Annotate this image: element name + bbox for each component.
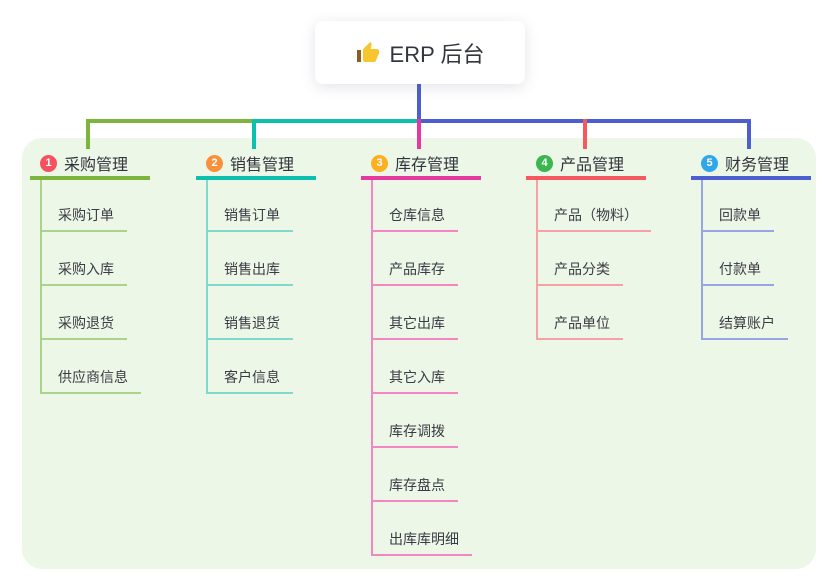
branch-number-badge: 4 <box>536 154 553 172</box>
connector-drop-line <box>86 119 90 149</box>
connector-drop-line <box>417 119 421 149</box>
child-node[interactable]: 销售订单 <box>208 205 293 232</box>
branch-label: 财务管理 <box>725 157 790 174</box>
branch-children: 产品（物料） 产品分类 产品单位 <box>536 180 696 340</box>
child-node[interactable]: 销售退货 <box>208 313 293 340</box>
child-node[interactable]: 仓库信息 <box>373 205 458 232</box>
child-node[interactable]: 库存盘点 <box>373 475 458 502</box>
thumbs-up-icon <box>356 41 379 62</box>
connector-root-line <box>417 84 421 120</box>
branch-label: 采购管理 <box>64 157 129 174</box>
child-node[interactable]: 采购退货 <box>42 313 127 340</box>
child-node[interactable]: 回款单 <box>703 205 774 232</box>
child-node[interactable]: 采购入库 <box>42 259 127 286</box>
branch-inventory-management: 3 库存管理 仓库信息 产品库存 其它出库 其它入库 库存调拨 库存盘点 出库库… <box>361 150 531 556</box>
mindmap-background-panel <box>22 138 816 569</box>
branch-node[interactable]: 1 采购管理 <box>30 150 150 180</box>
branch-label: 产品管理 <box>560 157 625 174</box>
child-node[interactable]: 采购订单 <box>42 205 127 232</box>
connector-bus-segment <box>253 119 419 123</box>
child-node[interactable]: 库存调拨 <box>373 421 458 448</box>
branch-children: 销售订单 销售出库 销售退货 客户信息 <box>206 180 366 394</box>
branch-node[interactable]: 5 财务管理 <box>691 150 811 180</box>
branch-label: 库存管理 <box>395 157 460 174</box>
branch-children: 采购订单 采购入库 采购退货 供应商信息 <box>40 180 200 394</box>
branch-children: 回款单 付款单 结算账户 <box>701 180 839 340</box>
child-node[interactable]: 销售出库 <box>208 259 293 286</box>
child-node[interactable]: 供应商信息 <box>42 367 141 394</box>
root-node[interactable]: ERP 后台 <box>315 21 525 84</box>
branch-sales-management: 2 销售管理 销售订单 销售出库 销售退货 客户信息 <box>196 150 366 394</box>
child-node[interactable]: 产品（物料） <box>538 205 651 232</box>
connector-drop-line <box>583 119 587 149</box>
branch-number-badge: 3 <box>371 154 388 172</box>
branch-number-badge: 5 <box>701 154 718 172</box>
child-node[interactable]: 产品库存 <box>373 259 458 286</box>
branch-finance-management: 5 财务管理 回款单 付款单 结算账户 <box>691 150 839 340</box>
child-node[interactable]: 其它入库 <box>373 367 458 394</box>
child-node[interactable]: 出库库明细 <box>373 529 472 556</box>
root-node-label: ERP 后台 <box>389 41 485 67</box>
child-node[interactable]: 其它出库 <box>373 313 458 340</box>
branch-number-badge: 2 <box>206 154 223 172</box>
branch-node[interactable]: 4 产品管理 <box>526 150 646 180</box>
child-node[interactable]: 付款单 <box>703 259 774 286</box>
branch-purchase-management: 1 采购管理 采购订单 采购入库 采购退货 供应商信息 <box>30 150 200 394</box>
child-node[interactable]: 产品单位 <box>538 313 623 340</box>
branch-children: 仓库信息 产品库存 其它出库 其它入库 库存调拨 库存盘点 出库库明细 <box>371 180 531 556</box>
child-node[interactable]: 结算账户 <box>703 313 788 340</box>
branch-node[interactable]: 3 库存管理 <box>361 150 481 180</box>
child-node[interactable]: 产品分类 <box>538 259 623 286</box>
branch-number-badge: 1 <box>40 154 57 172</box>
branch-product-management: 4 产品管理 产品（物料） 产品分类 产品单位 <box>526 150 696 340</box>
branch-label: 销售管理 <box>230 157 295 174</box>
branch-node[interactable]: 2 销售管理 <box>196 150 316 180</box>
child-node[interactable]: 客户信息 <box>208 367 293 394</box>
connector-drop-line <box>747 119 751 149</box>
connector-drop-line <box>252 119 256 149</box>
connector-bus-segment <box>86 119 253 123</box>
